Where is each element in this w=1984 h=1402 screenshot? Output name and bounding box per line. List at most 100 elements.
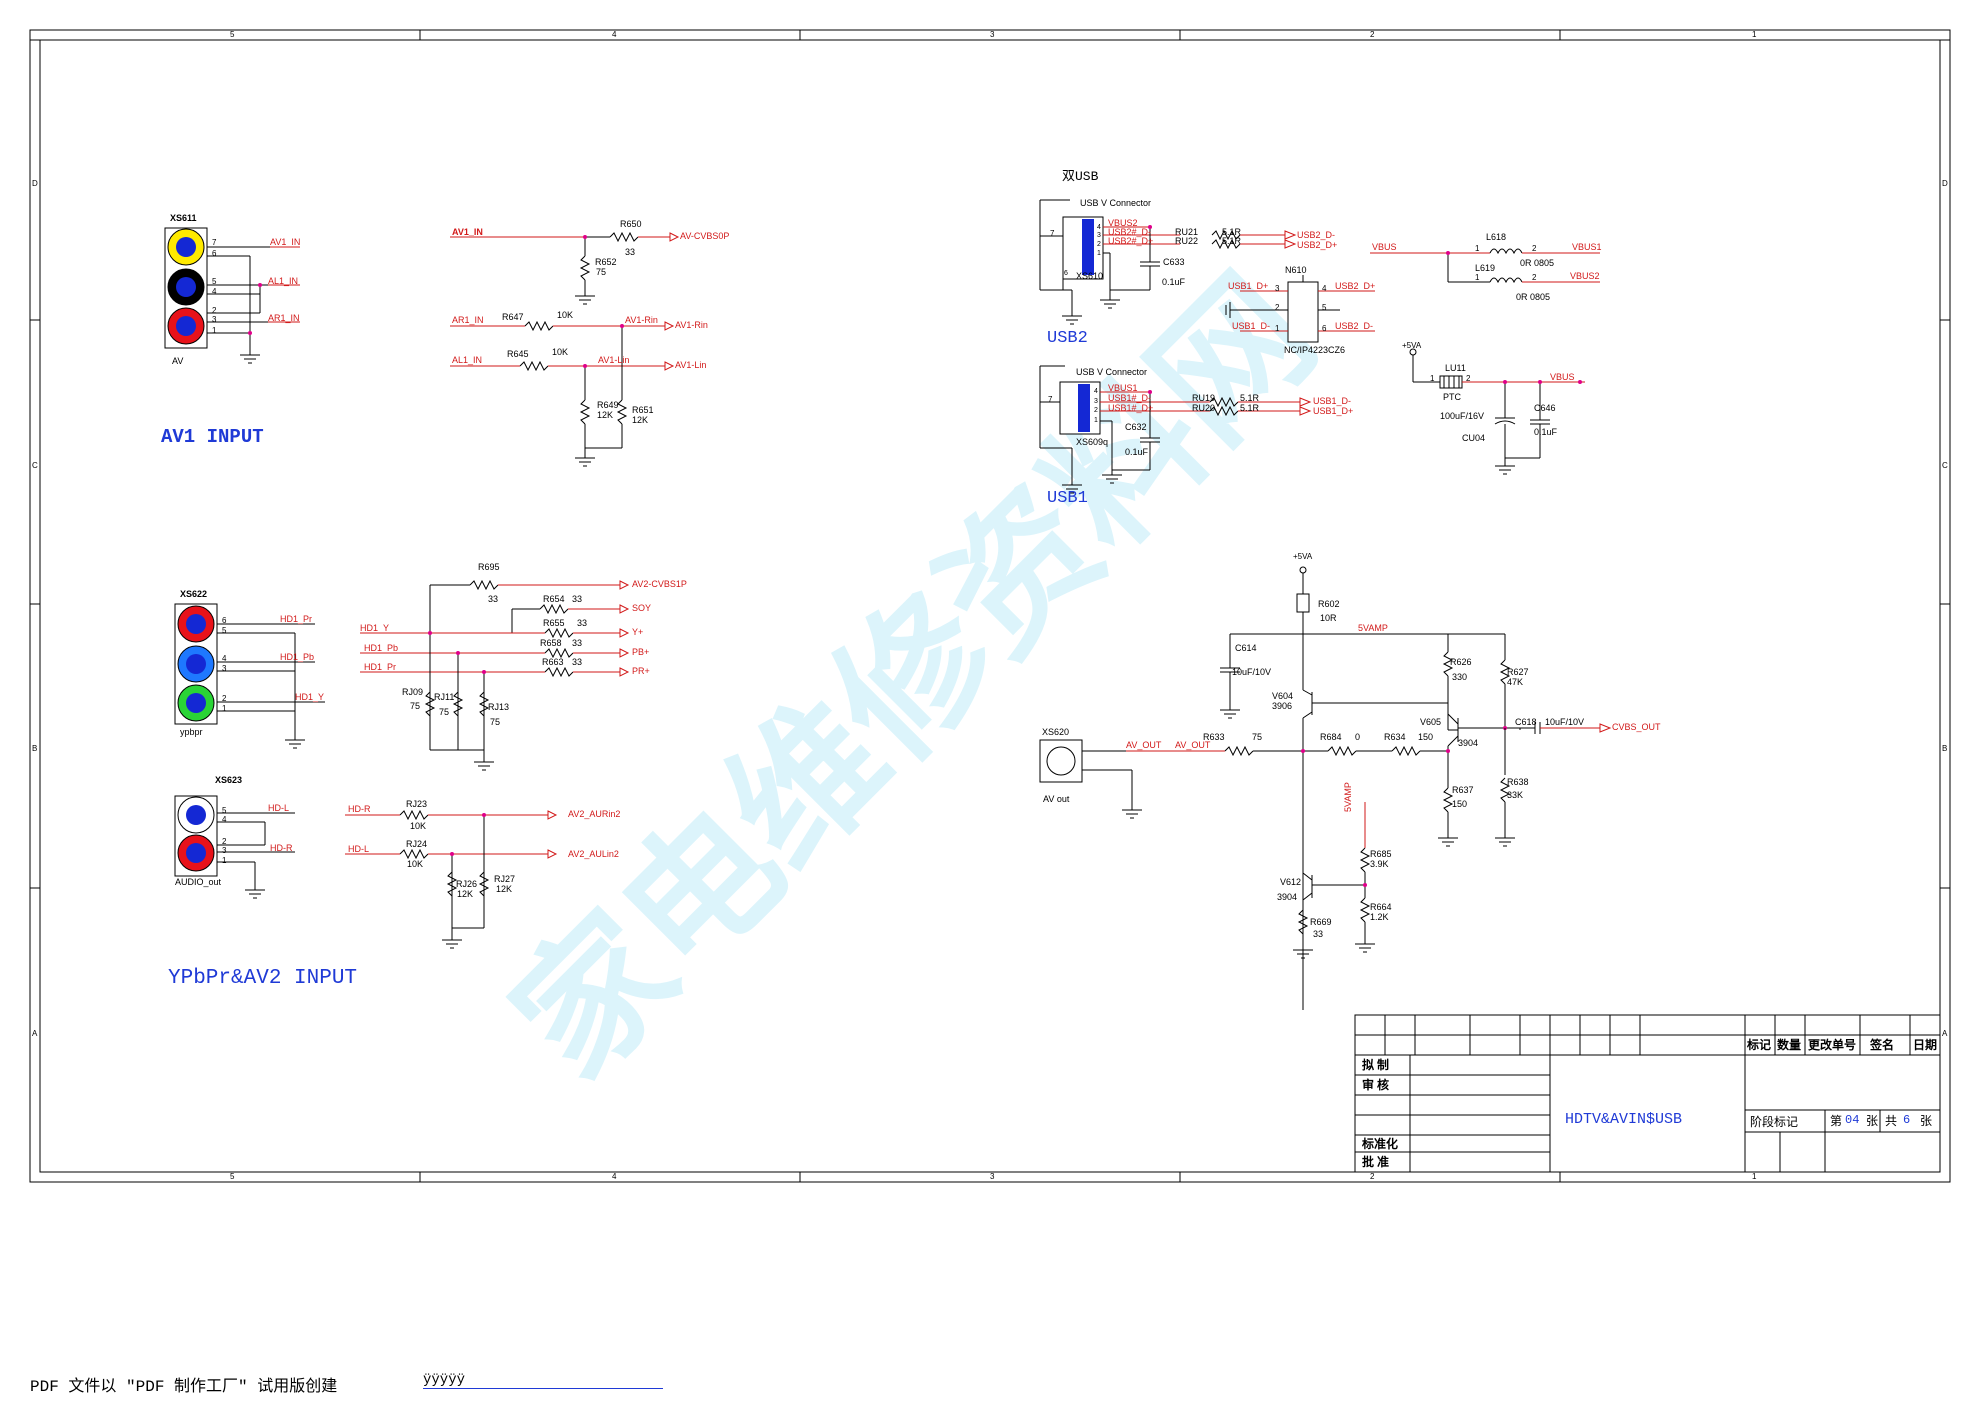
usb1-pin-4: 4 <box>1094 388 1098 395</box>
av1-connector <box>164 227 300 364</box>
r695-value: 33 <box>488 594 499 604</box>
usb2-pin-1: 1 <box>1097 250 1101 257</box>
rj26-ref: RJ26 <box>456 879 478 889</box>
av1-rin-net: AV1-Rin <box>625 315 658 325</box>
av1-filter <box>450 231 680 467</box>
tb-row-draft: 拟 制 <box>1362 1058 1390 1072</box>
r647-value: 10K <box>557 310 574 320</box>
c632-ref: C632 <box>1125 422 1147 432</box>
usb2-out-dminus: USB2_D- <box>1297 230 1336 240</box>
r638-value: 33K <box>1507 790 1524 800</box>
row-label-right-a: A <box>1942 1029 1948 1038</box>
r637-value: 150 <box>1452 799 1468 809</box>
n610-chip <box>1225 275 1375 343</box>
n610-pin-4: 4 <box>1322 284 1327 293</box>
av1-nets <box>268 246 300 323</box>
ru21-value: 5.1R <box>1222 227 1242 237</box>
ptc-5va-net: +5VA <box>1402 341 1422 350</box>
tb-stage-mark: 阶段标记 <box>1750 1115 1799 1129</box>
c614-value: 10uF/10V <box>1232 667 1272 677</box>
v604-part: 3906 <box>1272 701 1293 711</box>
audio-net-hdr: HD-R <box>270 843 293 853</box>
v605-part: 3904 <box>1458 738 1479 748</box>
tb-header-change: 更改单号 <box>1808 1038 1857 1052</box>
usb-section-title: 双USB <box>1062 169 1099 184</box>
ypbpr-pin-2: 2 <box>222 694 227 703</box>
ptc-section <box>1409 348 1585 475</box>
cu04-value: 100uF/16V <box>1440 411 1485 421</box>
vbus-out-net: VBUS <box>1550 372 1575 382</box>
v612-part: 3904 <box>1277 892 1298 902</box>
av2-aurin2-net: AV2_AURin2 <box>568 809 621 819</box>
ypbpr-connector-ref: XS622 <box>180 589 208 599</box>
av1-pin-5: 5 <box>212 277 217 286</box>
r684-ref: R684 <box>1320 732 1342 742</box>
r663-ref: R663 <box>542 657 564 667</box>
n610-pin-6: 6 <box>1322 324 1327 333</box>
l618-pin-1: 1 <box>1475 244 1480 253</box>
r637-ref: R637 <box>1452 785 1474 795</box>
r654-value: 33 <box>572 594 583 604</box>
av1-pin-4: 4 <box>212 287 217 296</box>
c632-value: 0.1uF <box>1125 447 1149 457</box>
av1-lin-net: AV1-Lin <box>598 355 630 365</box>
ru22-ref: RU22 <box>1175 236 1199 246</box>
r650-value: 33 <box>625 247 636 257</box>
hd-r-net: HD-R <box>348 804 371 814</box>
l618-ref: L618 <box>1486 232 1507 242</box>
col-label-top-1: 1 <box>1752 30 1757 39</box>
r695-ref: R695 <box>478 562 500 572</box>
usb1-out-dminus: USB1_D- <box>1313 396 1352 406</box>
r663-value: 33 <box>572 657 583 667</box>
y-plus-net: Y+ <box>632 627 644 637</box>
av1-pin-3: 3 <box>212 315 217 324</box>
ru22-value: 5.1R <box>1222 236 1242 246</box>
row-label-left-a: A <box>32 1029 38 1038</box>
soy-net: SOY <box>632 603 652 613</box>
ru21-ref: RU21 <box>1175 227 1199 237</box>
audio-connector <box>174 795 295 899</box>
l618-pin-2: 2 <box>1532 244 1537 253</box>
audio-pin-3: 3 <box>222 846 227 855</box>
title-block <box>1354 1014 1941 1173</box>
ypbpr-net-pb: HD1_Pb <box>280 652 315 662</box>
vbus-net: VBUS <box>1372 242 1397 252</box>
usb2-net-vbus2: VBUS2 <box>1108 218 1138 228</box>
usb2-pin-3: 3 <box>1097 232 1101 239</box>
tb-header-mark: 标记 <box>1747 1038 1772 1052</box>
tb-header-sign: 签名 <box>1870 1038 1895 1052</box>
r655-ref: R655 <box>543 618 565 628</box>
r634-value: 150 <box>1418 732 1434 742</box>
vbus1-net: VBUS1 <box>1572 242 1602 252</box>
col-label-top-2: 2 <box>1370 30 1375 39</box>
lu11-pin-1: 1 <box>1430 374 1435 383</box>
av1-connector-caption: AV <box>172 356 184 366</box>
av1-net-ar1in: AR1_IN <box>268 313 300 323</box>
r602-ref: R602 <box>1318 599 1340 609</box>
l618-value: 0R 0805 <box>1520 258 1555 268</box>
col-label-top-4: 4 <box>612 30 617 39</box>
c646-ref: C646 <box>1534 403 1556 413</box>
av2-cvbs1p-net: AV2-CVBS1P <box>632 579 687 589</box>
tb-row-standard: 标准化 <box>1362 1137 1399 1151</box>
c633-value: 0.1uF <box>1162 277 1186 287</box>
5vamp-net: 5VAMP <box>1358 623 1388 633</box>
row-label-left-b: B <box>32 744 38 753</box>
tb-total-suffix: 张 <box>1920 1114 1933 1128</box>
usb1-net-vbus1: VBUS1 <box>1108 383 1138 393</box>
5vamp-net-2: 5VAMP <box>1343 782 1353 812</box>
usb1-pin-2: 2 <box>1094 407 1098 414</box>
r669-value: 33 <box>1313 929 1324 939</box>
av1-pin-7: 7 <box>212 238 217 247</box>
ypbpr-pin-6: 6 <box>222 616 227 625</box>
pdf-footer-link[interactable]: ÿÿÿÿÿ <box>423 1372 663 1389</box>
ypbpr-pin-4: 4 <box>222 654 227 663</box>
r602-value: 10R <box>1320 613 1337 623</box>
n610-net-usb1-dminus: USB1_D- <box>1232 321 1271 331</box>
xs620-caption: AV out <box>1043 794 1070 804</box>
n610-pin-2: 2 <box>1275 303 1280 312</box>
r684-value: 0 <box>1355 732 1361 742</box>
av1-lin-out: AV1-Lin <box>675 360 707 370</box>
usb2-pin-2: 2 <box>1097 241 1101 248</box>
usb1-net-dplus: USB1#_D+ <box>1108 403 1154 413</box>
